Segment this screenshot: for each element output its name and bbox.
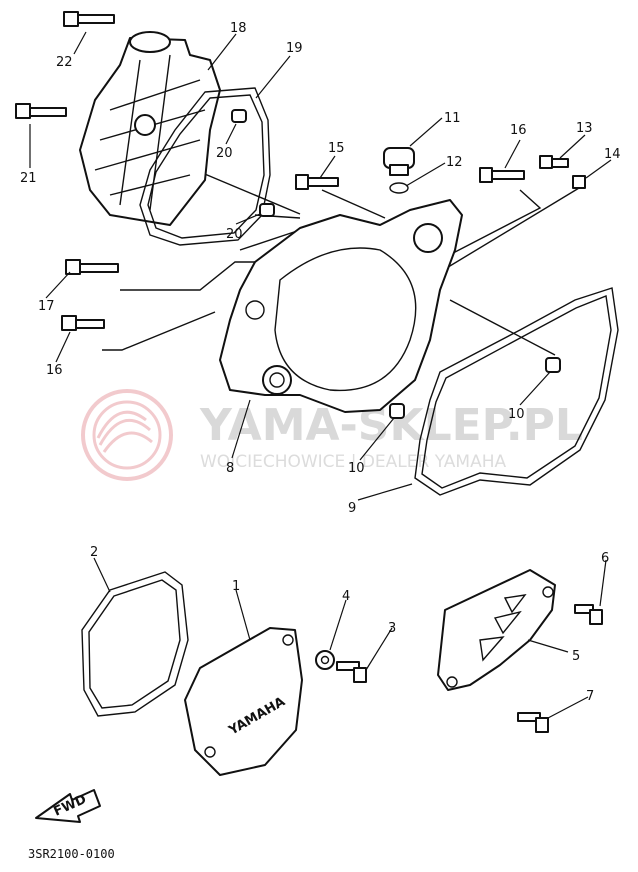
callout-18: 18 <box>230 21 247 36</box>
callout-9: 9 <box>348 501 356 516</box>
callout-10b: 10 <box>348 461 365 476</box>
bolt-part-17 <box>65 259 119 275</box>
bolt-part-6 <box>574 604 603 625</box>
bolt-part-13 <box>539 155 569 169</box>
bolt-part-7 <box>517 712 549 733</box>
leader-lines <box>29 31 612 719</box>
watermark-tagline-text: WOJCIECHOWICE | DEALER YAMAHA <box>200 452 506 472</box>
callout-13: 13 <box>576 121 593 136</box>
callout-3: 3 <box>388 621 396 636</box>
gasket-part-2 <box>81 571 189 717</box>
callout-5: 5 <box>572 649 580 664</box>
callout-10a: 10 <box>508 407 525 422</box>
watermark: YAMA-SKLEP.PL WOJCIECHOWICE | DEALER YAM… <box>81 389 583 481</box>
callout-2: 2 <box>90 545 98 560</box>
o-ring-part-12 <box>389 182 409 194</box>
diagram-code: 3SR2100-0100 <box>28 847 115 861</box>
callout-21: 21 <box>20 171 37 186</box>
callout-6: 6 <box>601 551 609 566</box>
callout-22: 22 <box>56 55 73 70</box>
dowel-pin-10b <box>389 403 405 419</box>
callout-4: 4 <box>342 589 350 604</box>
watermark-logo-icon <box>81 389 173 481</box>
callout-17: 17 <box>38 299 55 314</box>
fwd-arrow-icon: FWD <box>35 789 101 823</box>
dowel-pin-20a <box>231 109 247 123</box>
dowel-pin-20b <box>259 203 275 217</box>
bolt-part-22 <box>63 11 115 27</box>
washer-part-4 <box>315 650 335 670</box>
crankcase-cover-part-8 <box>219 199 463 413</box>
callout-8: 8 <box>226 461 234 476</box>
callout-15: 15 <box>328 141 345 156</box>
generator-cover-part-1: YAMAHA <box>184 627 303 776</box>
bolt-part-16b <box>61 315 105 331</box>
bolt-part-3 <box>336 661 367 683</box>
filler-plug-part-11 <box>383 147 415 176</box>
callouts: 18 19 22 21 20 20 11 12 16 13 14 15 17 1… <box>20 21 621 704</box>
callout-19: 19 <box>286 41 303 56</box>
bolt-part-21 <box>15 103 67 119</box>
callout-11: 11 <box>444 111 461 126</box>
outer-cover-part-18 <box>79 31 221 226</box>
callout-16a: 16 <box>510 123 527 138</box>
gasket-part-19 <box>139 87 271 246</box>
washer-part-14 <box>572 175 586 189</box>
gasket-part-9 <box>414 287 619 496</box>
callout-12: 12 <box>446 155 463 170</box>
callout-7: 7 <box>586 689 594 704</box>
callout-20b: 20 <box>226 227 243 242</box>
callout-14: 14 <box>604 147 621 162</box>
bolt-part-16a <box>479 167 525 183</box>
bolt-part-15 <box>295 174 339 190</box>
callout-16b: 16 <box>46 363 63 378</box>
dowel-pin-10a <box>545 357 561 373</box>
sprocket-cover-part-5 <box>437 569 556 691</box>
callout-1: 1 <box>232 579 240 594</box>
callout-20a: 20 <box>216 146 233 161</box>
